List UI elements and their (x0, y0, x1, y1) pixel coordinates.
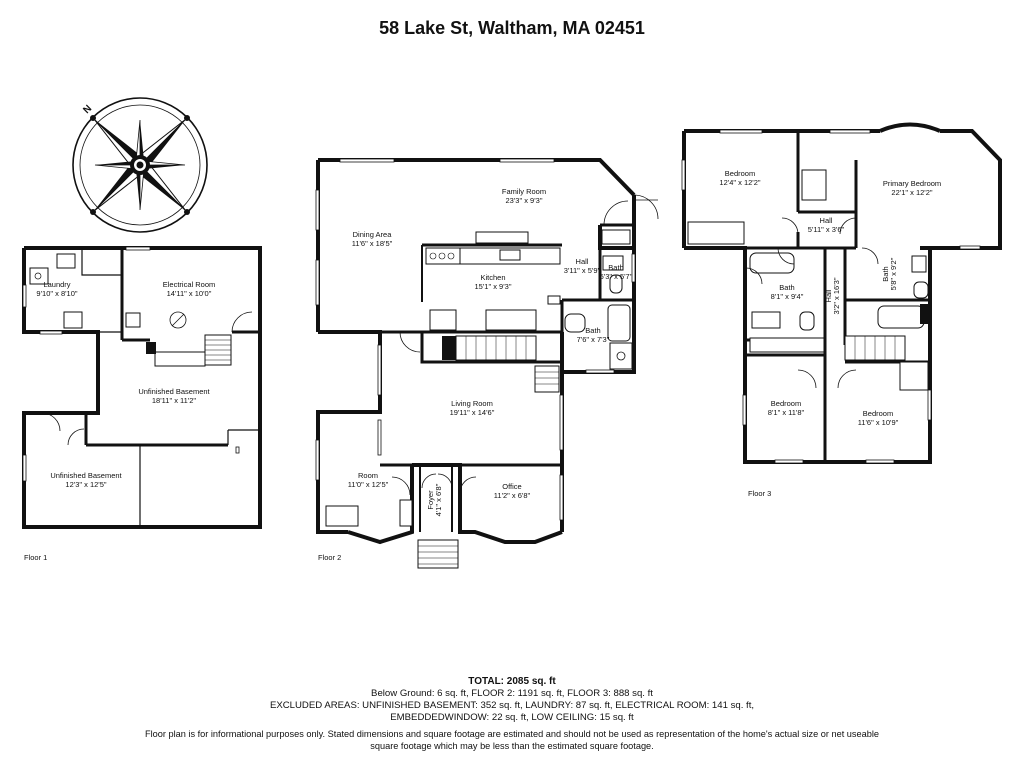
room-name-room: Room (358, 471, 378, 480)
room-dims-kitchen: 15'1" x 9'3" (475, 282, 512, 291)
room-dims-bath-floor-3b: 5'8" x 9'2" (889, 257, 898, 290)
room-dims-unfinished-basement-2: 12'3" x 12'5" (65, 480, 106, 489)
room-name-electrical-room: Electrical Room (163, 280, 216, 289)
room-dims-foyer: 4'1" x 6'8" (434, 483, 443, 516)
room-name-office: Office (502, 482, 521, 491)
area-summary: TOTAL: 2085 sq. ft Below Ground: 6 sq. f… (0, 676, 1024, 724)
room-name-unfinished-basement-1: Unfinished Basement (138, 387, 210, 396)
room-dims-laundry: 9'10" x 8'10" (36, 289, 77, 298)
excluded-areas: EXCLUDED AREAS: UNFINISHED BASEMENT: 352… (269, 700, 755, 711)
room-name-bath-floor-3b: Bath (881, 266, 890, 281)
room-name-bath-floor-3a: Bath (779, 283, 794, 292)
room-name-bath-floor-2a: Bath (608, 263, 623, 272)
room-name-bedroom-floor-3c: Bedroom (863, 409, 893, 418)
room-dims-bedroom-floor-3b: 8'1" x 11'8" (768, 408, 805, 417)
room-dims-bedroom-floor-3a: 12'4" x 12'2" (719, 178, 760, 187)
room-name-bath-floor-2b: Bath (585, 326, 600, 335)
room-dims-hall-floor-3b: 3'2" x 16'3" (832, 277, 841, 314)
room-name-family-room: Family Room (502, 187, 546, 196)
room-dims-living-room: 19'11" x 14'6" (450, 408, 495, 417)
room-name-hall-floor-2: Hall (576, 257, 589, 266)
floor-2-label: Floor 2 (318, 553, 341, 562)
excluded-areas-continued: EMBEDDEDWINDOW: 22 sq. ft, LOW CEILING: … (390, 712, 634, 723)
room-dims-bath-floor-2b: 7'6" x 7'3" (577, 335, 610, 344)
room-dims-hall-floor-3a: 5'11" x 3'6" (808, 225, 845, 234)
room-name-bedroom-floor-3a: Bedroom (725, 169, 755, 178)
room-dims-dining-area: 11'6" x 18'5" (352, 239, 393, 248)
room-dims-room: 11'0" x 12'5" (348, 480, 389, 489)
room-name-living-room: Living Room (451, 399, 493, 408)
disclaimer-line-1: Floor plan is for informational purposes… (145, 729, 879, 739)
room-dims-hall-floor-2: 3'11" x 5'9" (564, 266, 601, 275)
room-name-foyer: Foyer (426, 490, 435, 510)
room-name-bedroom-floor-3b: Bedroom (771, 399, 801, 408)
room-dims-bedroom-floor-3c: 11'6" x 10'9" (858, 418, 899, 427)
floor-1-label: Floor 1 (24, 553, 47, 562)
total-area: TOTAL: 2085 sq. ft (468, 676, 556, 687)
room-dims-family-room: 23'3" x 9'3" (506, 196, 543, 205)
disclaimer-line-2: square footage which may be less than th… (370, 741, 654, 751)
compass-north-label: N (81, 103, 94, 116)
room-dims-bath-floor-3a: 8'1" x 9'4" (771, 292, 804, 301)
room-dims-bath-floor-2a: 5'3" x 5'7" (600, 272, 633, 281)
floor-3-plan: Bedroom 12'4" x 12'2" Primary Bedroom 22… (681, 122, 1002, 498)
room-dims-electrical-room: 14'11" x 10'0" (167, 289, 212, 298)
page-title: 58 Lake St, Waltham, MA 02451 (379, 18, 645, 38)
room-name-kitchen: Kitchen (480, 273, 505, 282)
compass-rose-icon: N (72, 97, 208, 233)
room-dims-primary-bedroom: 22'1" x 12'2" (891, 188, 932, 197)
area-breakdown: Below Ground: 6 sq. ft, FLOOR 2: 1191 sq… (371, 688, 653, 699)
room-dims-unfinished-basement-1: 18'11" x 11'2" (152, 396, 197, 405)
room-name-hall-floor-3b: Hall (824, 289, 833, 302)
room-name-primary-bedroom: Primary Bedroom (883, 179, 941, 188)
room-name-dining-area: Dining Area (353, 230, 393, 239)
floor-3-label: Floor 3 (748, 489, 771, 498)
room-name-hall-floor-3a: Hall (820, 216, 833, 225)
room-dims-office: 11'2" x 6'8" (494, 491, 531, 500)
room-name-laundry: Laundry (43, 280, 70, 289)
disclaimer: Floor plan is for informational purposes… (0, 728, 1024, 752)
room-name-unfinished-basement-2: Unfinished Basement (50, 471, 122, 480)
floor-2-plan: Family Room 23'3" x 9'3" Dining Area 11'… (315, 158, 659, 569)
floor-1-plan: Laundry 9'10" x 8'10" Electrical Room 14… (22, 246, 262, 562)
